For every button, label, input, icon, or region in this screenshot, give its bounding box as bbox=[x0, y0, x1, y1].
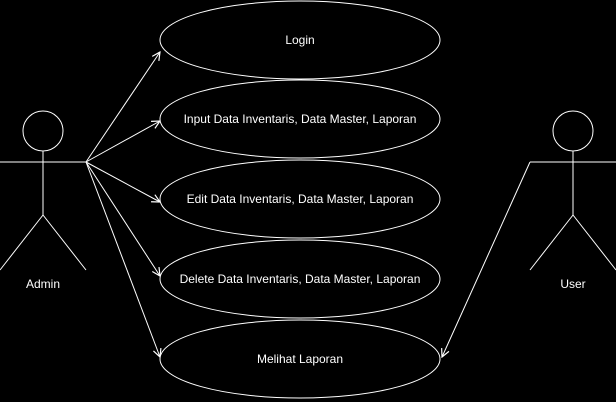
admin-delete-association[interactable] bbox=[85, 161, 160, 276]
user-view-report-association[interactable] bbox=[442, 161, 531, 357]
user-left-leg bbox=[529, 214, 574, 271]
user-head bbox=[552, 110, 594, 152]
user-right-leg bbox=[572, 214, 616, 271]
use-case-delete-ellipse bbox=[159, 239, 441, 319]
use-case-delete[interactable]: Delete Data Inventaris, Data Master, Lap… bbox=[159, 239, 441, 319]
use-case-edit[interactable]: Edit Data Inventaris, Data Master, Lapor… bbox=[159, 159, 441, 239]
admin-label: Admin bbox=[26, 277, 60, 291]
use-case-view-report[interactable]: Melihat Laporan bbox=[159, 319, 441, 399]
use-case-delete-label: Delete Data Inventaris, Data Master, Lap… bbox=[180, 272, 421, 286]
use-case-input-label: Input Data Inventaris, Data Master, Lapo… bbox=[184, 112, 417, 126]
admin-login-association[interactable] bbox=[85, 52, 160, 163]
admin-actor[interactable]: Admin bbox=[0, 110, 87, 291]
use-case-edit-ellipse bbox=[159, 159, 441, 239]
admin-input-association[interactable] bbox=[85, 121, 160, 163]
use-case-login[interactable]: Login bbox=[159, 0, 441, 80]
admin-head bbox=[22, 110, 64, 152]
use-case-view-report-ellipse bbox=[159, 319, 441, 399]
admin-right-leg bbox=[42, 214, 87, 271]
use-case-input-ellipse bbox=[159, 79, 441, 159]
use-case-login-ellipse bbox=[159, 0, 441, 80]
admin-view-report-association[interactable] bbox=[85, 161, 160, 357]
admin-left-leg bbox=[0, 214, 44, 271]
user-actor[interactable]: User bbox=[529, 110, 616, 291]
use-case-edit-label: Edit Data Inventaris, Data Master, Lapor… bbox=[187, 192, 414, 206]
use-case-input[interactable]: Input Data Inventaris, Data Master, Lapo… bbox=[159, 79, 441, 159]
use-case-login-label: Login bbox=[285, 33, 314, 47]
admin-edit-association[interactable] bbox=[85, 161, 160, 202]
use-case-view-report-label: Melihat Laporan bbox=[257, 352, 343, 366]
user-label: User bbox=[560, 277, 585, 291]
